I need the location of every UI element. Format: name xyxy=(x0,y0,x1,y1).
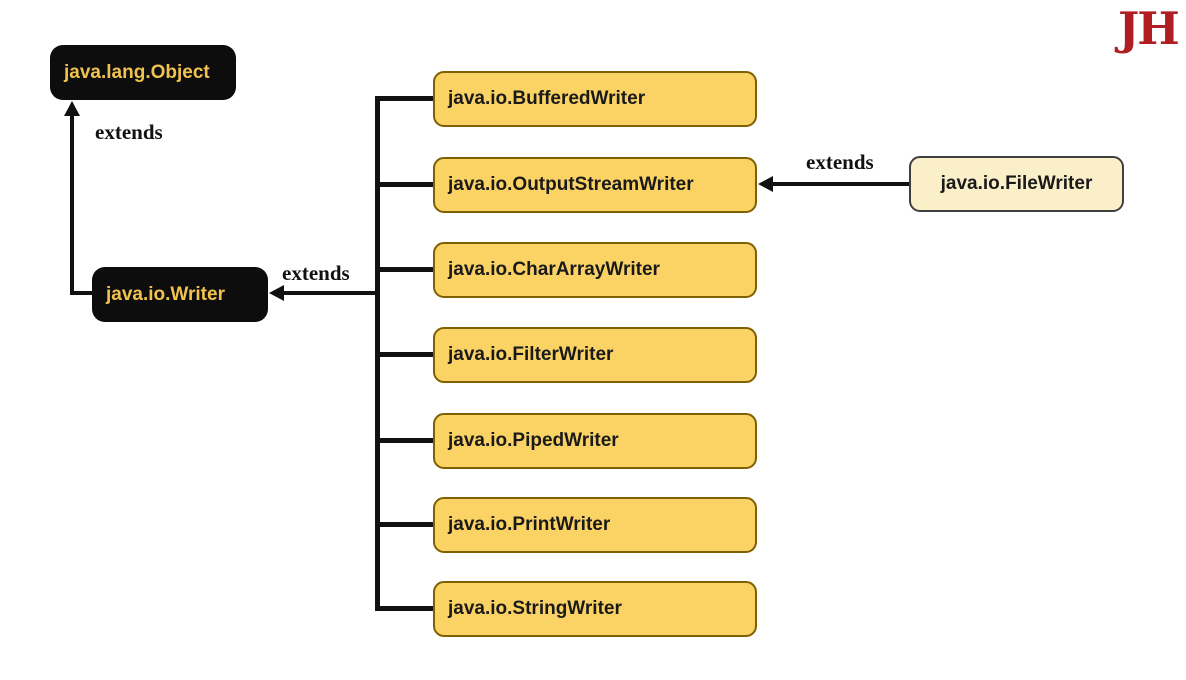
node-java-io-bufferedwriter: java.io.BufferedWriter xyxy=(433,71,757,127)
node-java-io-writer: java.io.Writer xyxy=(92,267,268,322)
connector-stub-stringwriter xyxy=(375,606,433,611)
node-java-io-filewriter: java.io.FileWriter xyxy=(909,156,1124,212)
node-java-io-outputstreamwriter: java.io.OutputStreamWriter xyxy=(433,157,757,213)
node-label: java.io.Writer xyxy=(106,283,225,305)
node-label: java.io.OutputStreamWriter xyxy=(448,174,694,195)
node-java-io-chararraywriter: java.io.CharArrayWriter xyxy=(433,242,757,298)
connector-stub-outputstreamwriter xyxy=(375,182,433,187)
extends-label-filewriter: extends xyxy=(806,150,874,174)
extends-label-writer-to-object: extends xyxy=(95,120,163,144)
connector-stub-filterwriter xyxy=(375,352,433,357)
node-label: java.io.PipedWriter xyxy=(448,430,619,451)
connector-writer-to-object-horizontal xyxy=(70,291,95,295)
connector-stub-chararraywriter xyxy=(375,267,433,272)
node-java-lang-object: java.lang.Object xyxy=(50,45,236,100)
connector-filewriter-to-outputstreamwriter xyxy=(771,182,909,186)
arrow-left-icon xyxy=(269,285,284,301)
node-label: java.io.BufferedWriter xyxy=(448,88,646,109)
node-java-io-stringwriter: java.io.StringWriter xyxy=(433,581,757,637)
jh-logo: JH xyxy=(1118,2,1180,55)
extends-label-subclasses-to-writer: extends xyxy=(282,261,350,285)
node-java-io-filterwriter: java.io.FilterWriter xyxy=(433,327,757,383)
arrow-up-icon xyxy=(64,101,80,116)
node-label: java.io.StringWriter xyxy=(448,598,622,619)
node-label: java.io.PrintWriter xyxy=(448,514,611,535)
connector-spine-to-writer xyxy=(282,291,378,295)
node-java-io-pipedwriter: java.io.PipedWriter xyxy=(433,413,757,469)
connector-stub-pipedwriter xyxy=(375,438,433,443)
node-label: java.io.FilterWriter xyxy=(448,344,614,365)
node-label: java.lang.Object xyxy=(64,61,210,83)
node-java-io-printwriter: java.io.PrintWriter xyxy=(433,497,757,553)
connector-writer-to-object-vertical xyxy=(70,113,74,293)
connector-stub-bufferedwriter xyxy=(375,96,433,101)
node-label: java.io.FileWriter xyxy=(940,173,1093,194)
connector-stub-printwriter xyxy=(375,522,433,527)
node-label: java.io.CharArrayWriter xyxy=(448,259,660,280)
arrow-left-icon xyxy=(758,176,773,192)
